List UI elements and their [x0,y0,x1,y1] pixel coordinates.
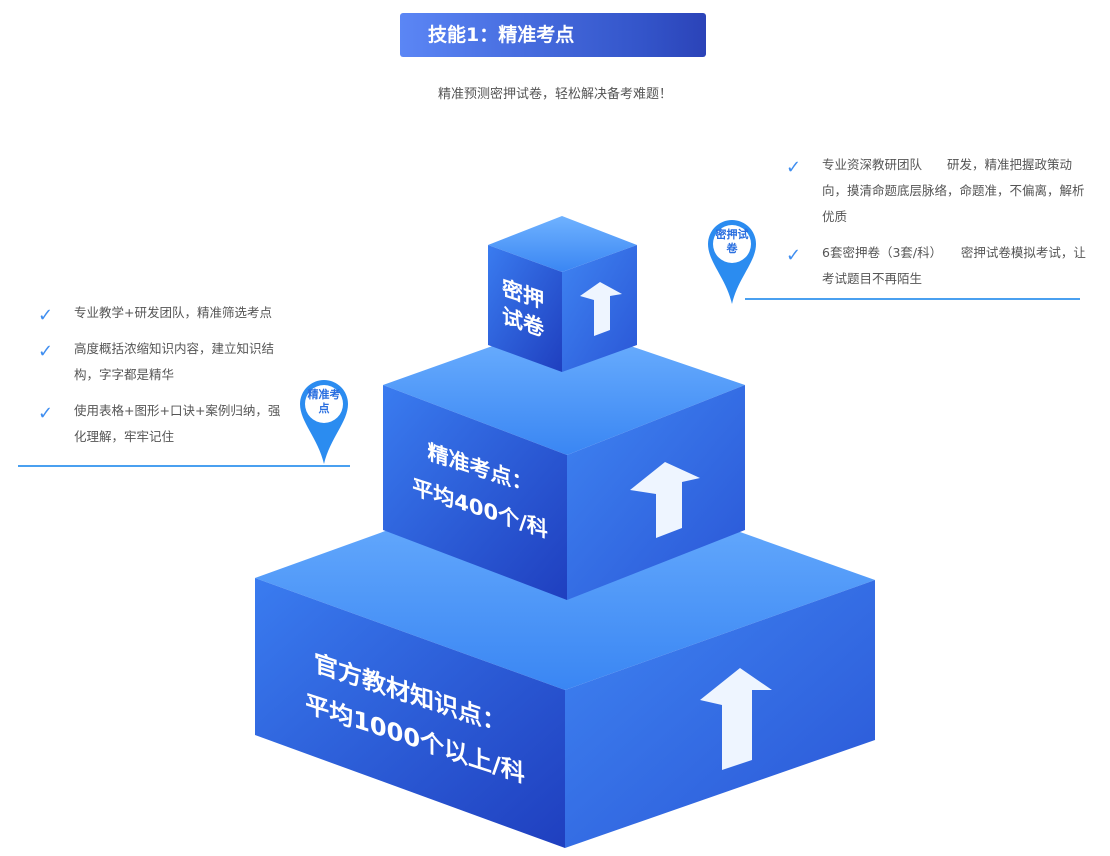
left-divider [18,465,350,467]
check-icon: ✓ [38,305,54,326]
check-icon: ✓ [38,341,54,362]
list-item: ✓6套密押卷（3套/科） 密押试卷模拟考试，让考试题目不再陌生 [786,245,1086,286]
check-icon: ✓ [786,245,802,266]
list-item: ✓专业教学+研发团队，精准筛选考点 [38,300,283,326]
check-icon: ✓ [38,403,54,424]
right-feature-list: ✓专业资深教研团队 研发，精准把握政策动向，摸清命题底层脉络，命题准，不偏离，解… [786,152,1086,302]
list-item: ✓使用表格+图形+口诀+案例归纳，强化理解，牢牢记住 [38,403,281,444]
bottom-left-face [255,578,565,848]
left-feature-list: ✓专业教学+研发团队，精准筛选考点 ✓高度概括浓缩知识内容，建立知识结构，字字都… [38,300,283,460]
check-icon: ✓ [786,157,802,178]
bottom-right-face [565,580,875,848]
arrow-up-icon [580,282,772,770]
skill-title-banner: 技能1：精准考点 [400,13,706,57]
right-divider [745,298,1080,300]
list-item: ✓专业资深教研团队 研发，精准把握政策动向，摸清命题底层脉络，命题准，不偏离，解… [786,157,1085,224]
subtitle: 精准预测密押试卷，轻松解决备考难题！ [437,87,672,102]
list-item: ✓高度概括浓缩知识内容，建立知识结构，字字都是精华 [38,341,275,382]
map-pin-icon-left: 精准考点 [298,378,350,464]
map-pin-icon-right: 密押试卷 [706,218,758,304]
